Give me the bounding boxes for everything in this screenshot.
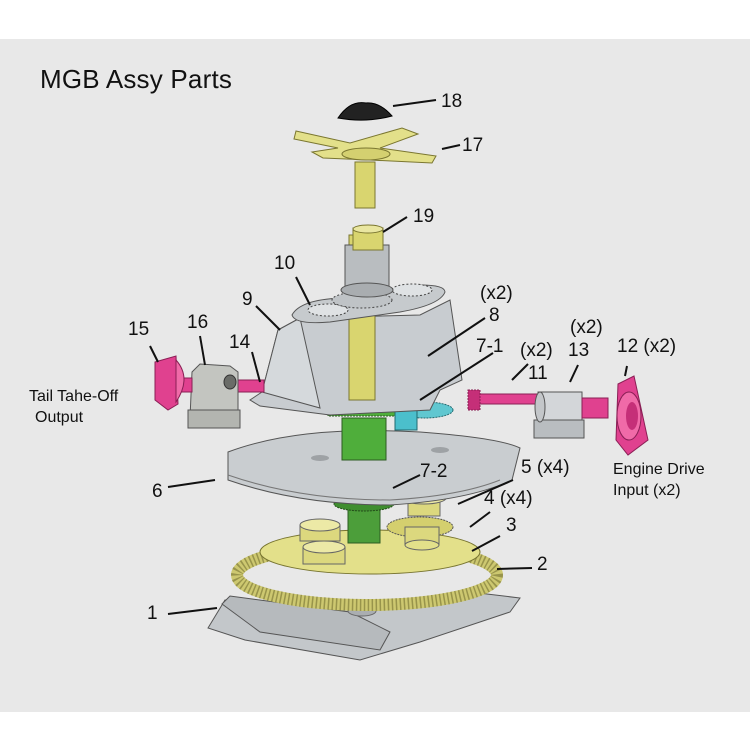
leader-9	[255, 305, 281, 331]
label-part-6: 6	[152, 481, 163, 502]
label-part-4: 4 (x4)	[484, 488, 533, 509]
leader-15	[149, 345, 159, 363]
label-part-13-qty: (x2)	[570, 317, 603, 338]
part-19-bushing	[352, 224, 384, 251]
label-part-1: 1	[147, 603, 158, 624]
label-part-15: 15	[128, 319, 150, 340]
label-part-8-qty: (x2)	[480, 283, 513, 304]
label-part-5: 5 (x4)	[521, 457, 570, 478]
leader-2	[496, 567, 533, 570]
diagram-title: MGB Assy Parts	[40, 64, 233, 94]
label-part-11-qty: (x2)	[520, 340, 553, 361]
leader-7-2	[392, 474, 421, 489]
label-part-7-2: 7-2	[420, 461, 448, 482]
leader-4	[469, 511, 491, 528]
part-11-input-shaft	[467, 389, 539, 411]
label-part-11: 11	[528, 363, 548, 384]
label-part-3: 3	[506, 515, 517, 536]
leader-18	[392, 99, 437, 107]
leader-14	[251, 351, 261, 383]
part-15-output-flange	[154, 355, 193, 411]
part-4-planet-gears	[299, 516, 454, 565]
part-16-pillow-block	[187, 363, 241, 429]
caption-tail-line-2: Output	[35, 408, 84, 426]
part-18-cap	[337, 102, 393, 121]
leader-13	[569, 364, 579, 383]
label-part-16: 16	[187, 312, 209, 333]
label-part-2: 2	[537, 554, 548, 575]
part-10-bearing-plate	[291, 283, 446, 324]
shaft-housing	[340, 244, 394, 298]
label-part-13: 13	[568, 340, 590, 361]
label-part-8: 8	[489, 305, 500, 326]
leader-11	[511, 363, 529, 381]
part-13-bearing-block	[533, 391, 585, 439]
label-part-17: 17	[462, 135, 484, 156]
label-part-18: 18	[441, 91, 463, 112]
label-part-7-1: 7-1	[476, 336, 504, 357]
leader-10	[295, 276, 311, 306]
label-part-10: 10	[274, 253, 296, 274]
leader-3	[471, 535, 501, 552]
leader-7-1	[419, 352, 494, 401]
leader-17	[441, 144, 461, 150]
leader-1	[167, 607, 218, 615]
leader-16	[199, 335, 206, 366]
label-part-12: 12 (x2)	[617, 336, 677, 357]
leader-8	[427, 317, 486, 357]
caption-engine-line-1: Engine Drive	[613, 461, 705, 478]
caption-engine-line-2: Input (x2)	[613, 481, 681, 499]
leader-lines	[149, 99, 628, 615]
leader-19	[382, 216, 408, 233]
caption-tail-line-1: Tail Tahe-Off	[29, 388, 119, 405]
leader-6	[167, 479, 216, 488]
label-part-9: 9	[242, 289, 253, 310]
caption-engine-drive: Engine Drive Input (x2)	[613, 460, 705, 502]
leader-12	[624, 365, 628, 377]
caption-tail-take-off: Tail Tahe-Off Output	[29, 387, 118, 429]
part-17-cross-plate	[293, 127, 437, 209]
part-12-input-flange	[581, 375, 649, 456]
label-part-19: 19	[413, 206, 435, 227]
label-part-14: 14	[229, 332, 251, 353]
part-1-base-housing	[207, 591, 521, 661]
leader-5	[457, 479, 514, 505]
